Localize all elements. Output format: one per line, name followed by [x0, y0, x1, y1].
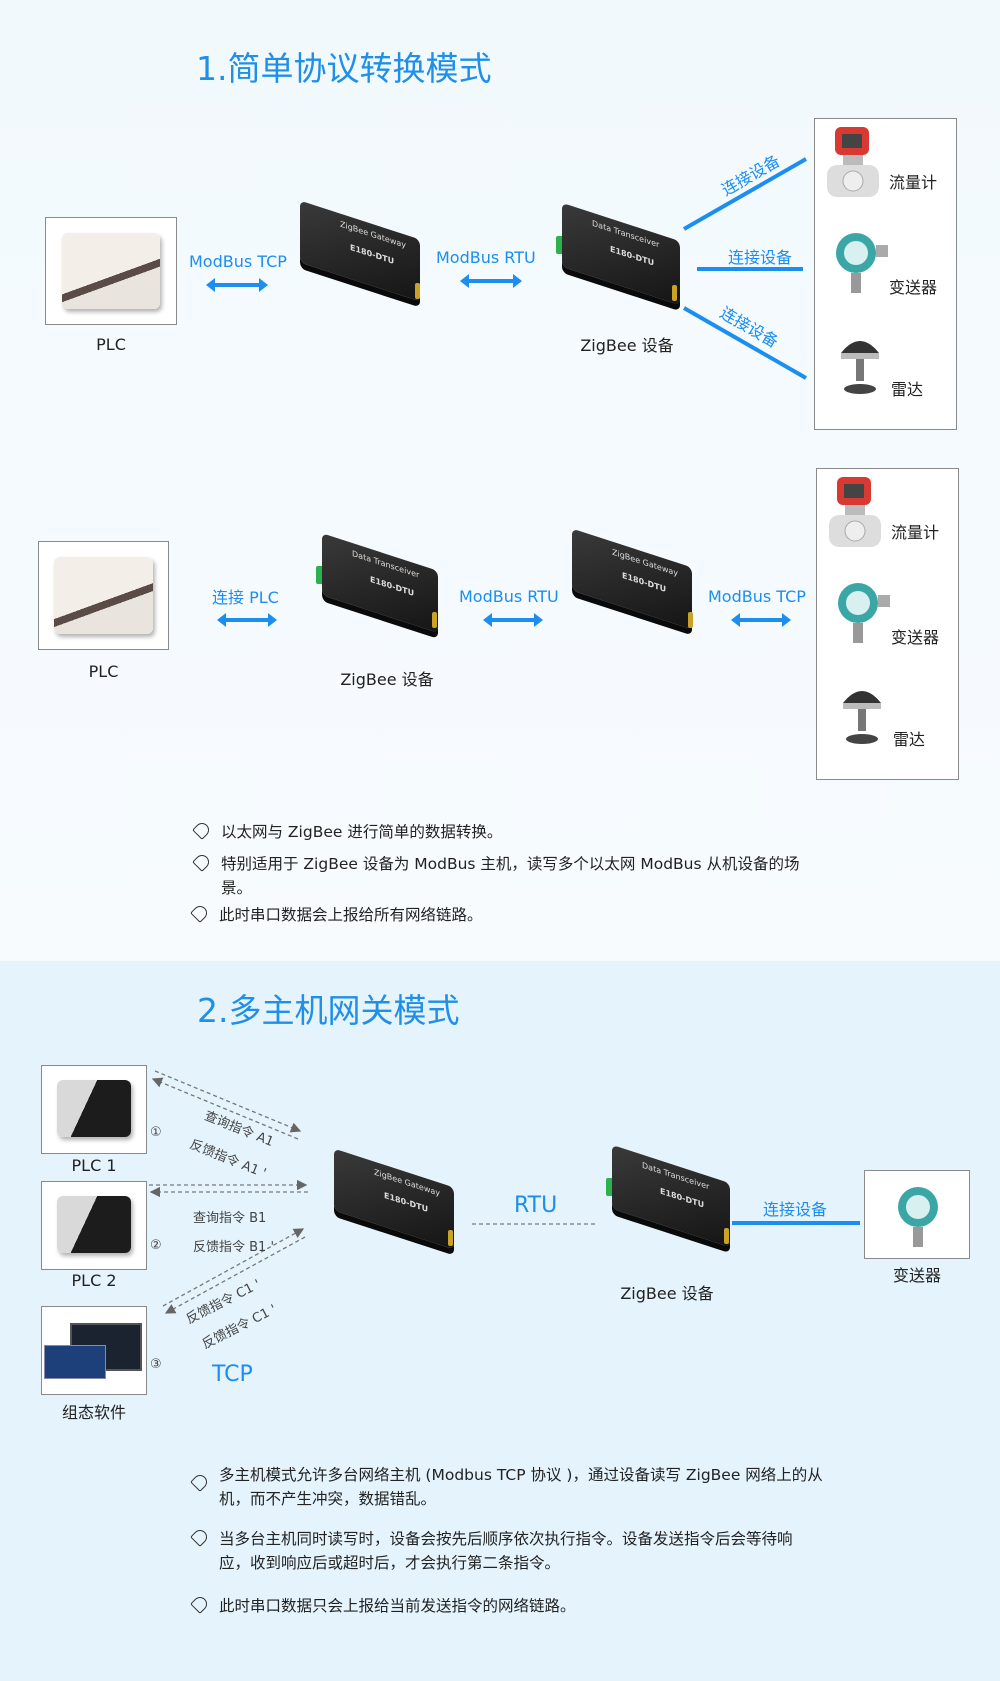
step-3-badge: ③ — [150, 1357, 162, 1372]
modbus-rtu-label: ModBus RTU — [459, 587, 559, 606]
plc-image — [45, 217, 177, 325]
antenna-icon — [415, 283, 420, 299]
sensor-label-radar: 雷达 — [893, 730, 926, 749]
modbus-tcp-label: ModBus TCP — [189, 252, 287, 271]
sensor-panel-1: 流量计 变送器 雷达 — [814, 118, 957, 430]
sensor-panel-2: 流量计 变送器 雷达 — [816, 468, 959, 780]
plc-label: PLC — [88, 662, 119, 681]
sensor-label-transmitter: 变送器 — [889, 278, 938, 297]
bullet-3: 此时串口数据会上报给所有网络链路。 — [190, 903, 819, 927]
antenna-icon — [688, 612, 693, 628]
radar-icon — [841, 341, 879, 394]
antenna-icon — [432, 612, 437, 628]
antenna-icon — [724, 1228, 729, 1244]
plc1-label: PLC 1 — [71, 1156, 117, 1175]
double-arrow-icon — [460, 274, 522, 288]
transmitter-label: 变送器 — [892, 1266, 941, 1285]
tcp-label: TCP — [212, 1362, 253, 1387]
bullet-6: 此时串口数据只会上报给当前发送指令的网络链路。 — [190, 1594, 819, 1618]
terminal-icon — [556, 236, 564, 254]
sensor-label-radar: 雷达 — [891, 380, 924, 399]
bullet-1: 以太网与 ZigBee 进行简单的数据转换。 — [192, 820, 821, 844]
connect-plc-label: 连接 PLC — [212, 588, 279, 607]
flowmeter-icon — [827, 127, 879, 197]
zigbee-device-label: ZigBee 设备 — [620, 1284, 714, 1303]
bullet-5: 当多台主机同时读写时，设备会按先后顺序依次执行指令。设备发送指令后会等待响应，收… — [190, 1527, 819, 1575]
plc-label: PLC — [96, 335, 126, 354]
query-b1-label: 查询指令 B1 — [193, 1211, 267, 1226]
section-multi-host — [0, 961, 1000, 1681]
bullet-4: 多主机模式允许多台网络主机 (Modbus TCP 协议 )，通过设备读写 Zi… — [190, 1463, 839, 1511]
connection-lines — [683, 157, 807, 380]
modbus-tcp-label: ModBus TCP — [708, 587, 806, 606]
zigbee-device-label: ZigBee 设备 — [340, 670, 434, 689]
connect-label-2: 连接设备 — [728, 248, 793, 267]
sensor-label-flowmeter: 流量计 — [889, 173, 938, 192]
flowmeter-icon — [829, 477, 881, 547]
section2-title: 2.多主机网关模式 — [197, 991, 460, 1030]
scada-software-label: 组态软件 — [61, 1403, 126, 1422]
bullet-2: 特别适用于 ZigBee 设备为 ModBus 主机，读写多个以太网 ModBu… — [192, 852, 821, 900]
terminal-icon — [606, 1178, 614, 1196]
double-arrow-icon — [206, 278, 268, 292]
response-b1-label: 反馈指令 B1 ' — [193, 1240, 275, 1255]
sensor-label-transmitter: 变送器 — [891, 628, 940, 647]
connect-device-label: 连接设备 — [763, 1200, 828, 1219]
terminal-icon — [316, 566, 324, 584]
sensor-label-flowmeter: 流量计 — [891, 523, 940, 542]
rtu-label: RTU — [514, 1193, 558, 1218]
modbus-rtu-label: ModBus RTU — [436, 248, 536, 267]
antenna-icon — [448, 1230, 453, 1246]
antenna-icon — [672, 285, 677, 301]
double-arrow-icon — [731, 613, 791, 627]
double-arrow-icon — [483, 613, 543, 627]
transmitter-icon — [836, 233, 888, 293]
transmitter-icon — [838, 583, 890, 643]
step-2-badge: ② — [150, 1238, 162, 1253]
plc2-image — [41, 1181, 147, 1270]
plc-image — [38, 541, 169, 650]
transmitter-icon — [898, 1187, 938, 1247]
step-1-badge: ① — [150, 1125, 162, 1140]
zigbee-device-label: ZigBee 设备 — [580, 336, 674, 355]
plc1-image — [41, 1065, 147, 1154]
scada-software-image — [41, 1306, 147, 1395]
plc2-label: PLC 2 — [71, 1271, 117, 1290]
radar-icon — [843, 691, 881, 744]
section1-title: 1.简单协议转换模式 — [196, 49, 492, 88]
command-lines — [149, 1070, 860, 1314]
double-arrow-icon — [217, 613, 277, 627]
transmitter-image — [864, 1170, 970, 1259]
